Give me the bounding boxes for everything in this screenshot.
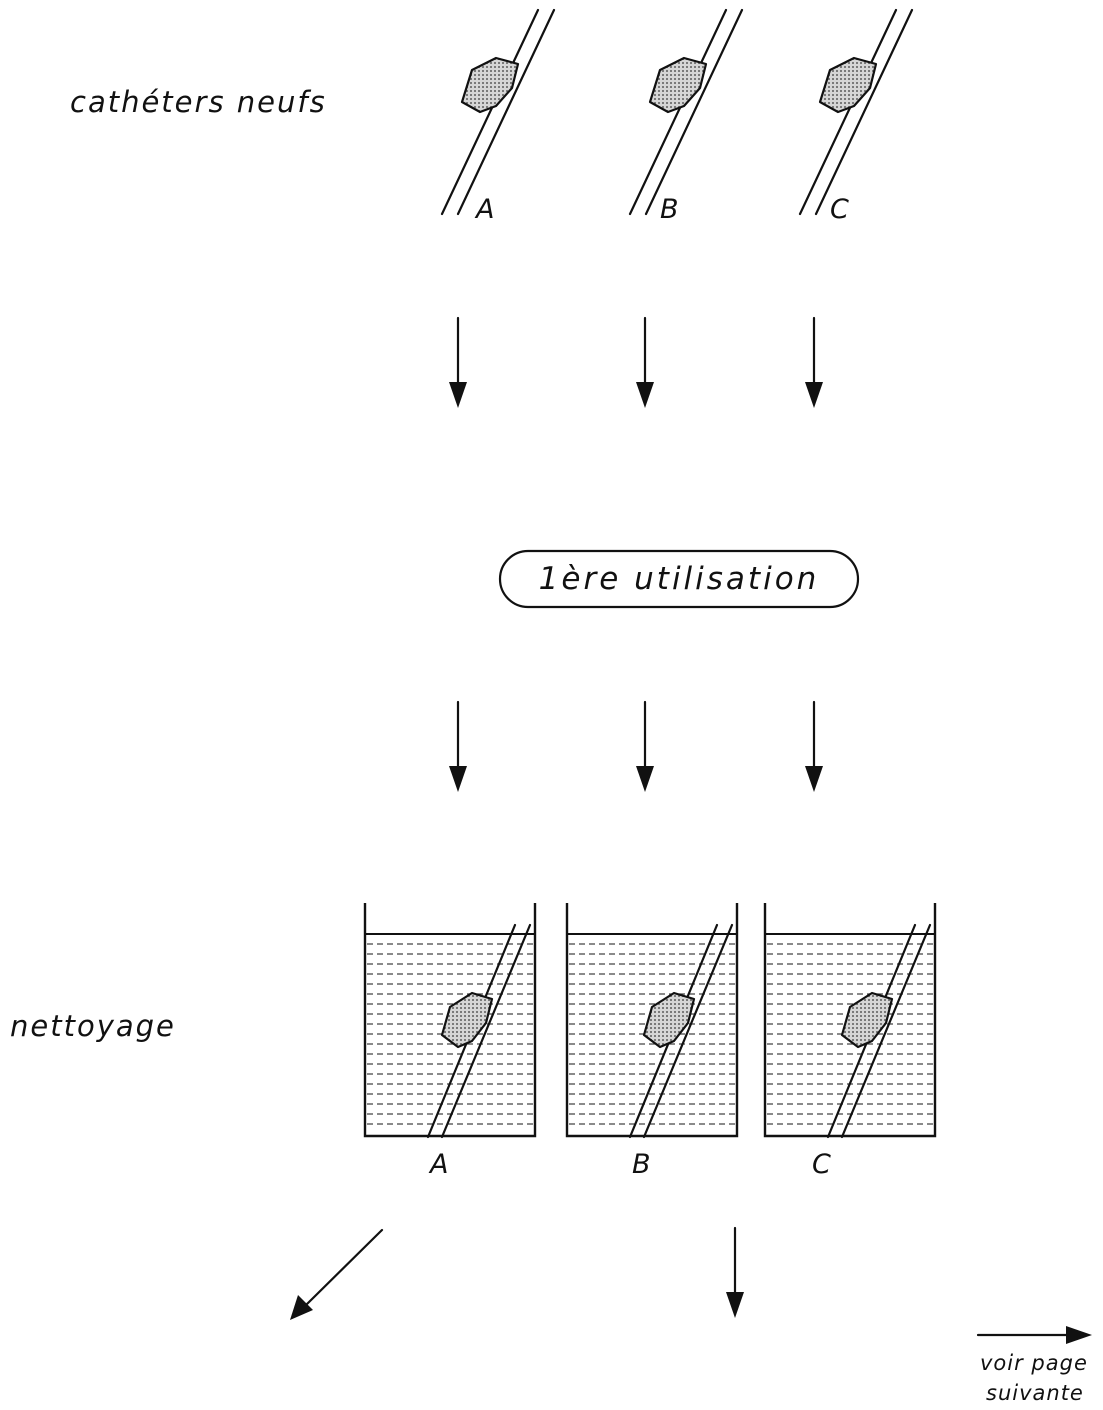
- arrow-down-c-2: [803, 700, 825, 794]
- arrow-down-c-1: [803, 316, 825, 410]
- arrow-down-b-1: [634, 316, 656, 410]
- catheter-c-new: [798, 8, 914, 216]
- see-next-page-line2: suivante: [986, 1381, 1084, 1405]
- first-use-label: 1ère utilisation: [539, 561, 820, 597]
- catheter-b-label-bottom: B: [632, 1149, 651, 1180]
- arrow-down-b-2: [634, 700, 656, 794]
- beaker-b: [565, 903, 739, 1139]
- catheter-c-label-bottom: C: [812, 1149, 831, 1180]
- catheter-a-new: [440, 8, 556, 216]
- arrow-down-a-1: [447, 316, 469, 410]
- arrow-down-a-2: [447, 700, 469, 794]
- catheter-b-new: [628, 8, 744, 216]
- new-catheters-label: cathéters neufs: [70, 85, 327, 119]
- beaker-a: [363, 903, 537, 1139]
- cleaning-label: nettoyage: [10, 1009, 176, 1043]
- beaker-c: [763, 903, 937, 1139]
- arrow-down-center: [724, 1226, 746, 1320]
- catheter-b-label-top: B: [660, 194, 679, 225]
- catheter-a-label-top: A: [474, 194, 494, 225]
- catheter-a-label-bottom: A: [428, 1149, 448, 1180]
- first-use-step: 1ère utilisation: [498, 549, 860, 609]
- catheter-c-label-top: C: [830, 194, 849, 225]
- see-next-page-note: voir page suivante: [976, 1326, 1092, 1405]
- arrow-down-left: [290, 1228, 384, 1320]
- see-next-page-line1: voir page: [980, 1351, 1088, 1375]
